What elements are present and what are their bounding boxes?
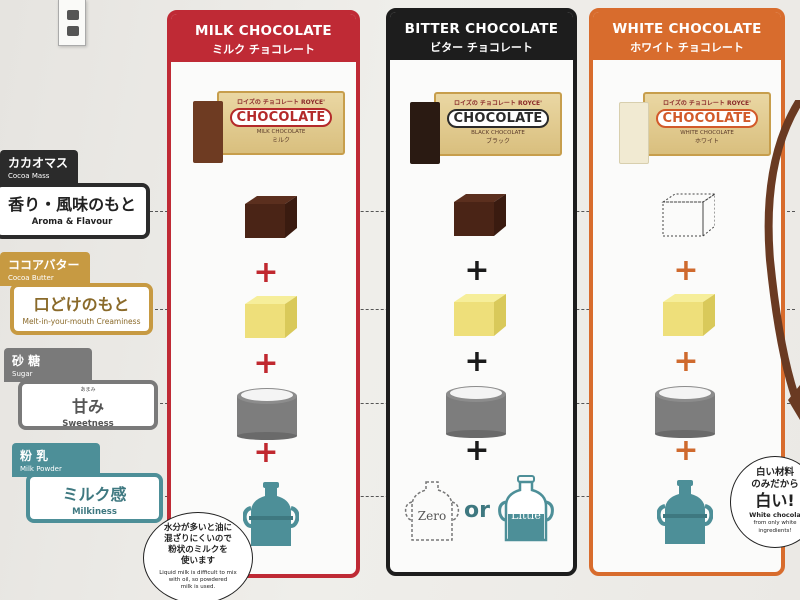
label-aroma-flavour: 香り・風味のもと Aroma & Flavour <box>0 183 150 239</box>
speech-bubble-white-note: 白い材料 のみだから 白い! White chocola from only w… <box>730 456 800 548</box>
label-sweetness-en: Sweetness <box>62 419 114 429</box>
speech-bubble-milk-note: 水分が多いと油に 混ざりにくいので 粉状のミルクを 使います Liquid mi… <box>143 512 253 600</box>
tag-cocoa-mass: カカオマス Cocoa Mass <box>0 150 78 184</box>
tag-sugar-en: Sugar <box>12 370 33 378</box>
bitter-chocolate-box: ロイズの チョコレート ROYCE' CHOCOLATE BLACK CHOCO… <box>410 92 562 164</box>
cocoa-butter-cube <box>245 296 297 338</box>
column-title-white-en: WHITE CHOCOLATE <box>612 21 762 37</box>
milk-little-label: Little <box>511 509 541 522</box>
box-jp: ホワイト <box>694 138 719 145</box>
milk-or-label: or <box>464 498 490 523</box>
column-title-white-jp: ホワイト チョコレート <box>630 41 744 54</box>
column-header-white: WHITE CHOCOLATE ホワイト チョコレート <box>593 12 781 60</box>
label-aroma-flavour-en: Aroma & Flavour <box>31 217 113 227</box>
tag-milk-powder-jp: 粉 乳 <box>20 449 49 463</box>
plus-icon: + <box>464 253 490 288</box>
bubble-milk-en: Liquid milk is difficult to mix with oil… <box>159 570 237 590</box>
label-sweetness-ruby: あまみ <box>80 387 96 393</box>
milk-zero-label: Zero <box>417 509 447 523</box>
tag-milk-powder: 粉 乳 Milk Powder <box>12 443 100 477</box>
tag-sugar-jp: 砂 糖 <box>12 354 41 368</box>
box-brand: ロイズの チョコレート ROYCE' <box>237 99 325 106</box>
box-sub: WHITE CHOCOLATE <box>680 130 734 136</box>
sugar-bowl <box>446 386 506 438</box>
tag-cocoa-butter: ココアバター Cocoa Butter <box>0 252 90 286</box>
box-name: CHOCOLATE <box>229 108 333 127</box>
label-creaminess-jp: 口どけのもと <box>33 295 130 314</box>
label-aroma-flavour-jp: 香り・風味のもと <box>8 195 136 214</box>
box-sub: BLACK CHOCOLATE <box>471 130 525 136</box>
box-name: CHOCOLATE <box>655 109 759 128</box>
label-creaminess-en: Melt-in-your-mouth Creaminess <box>22 317 141 326</box>
sugar-bowl <box>237 388 297 440</box>
label-sweetness-jp: 甘み <box>71 397 104 416</box>
tag-milk-powder-en: Milk Powder <box>20 465 62 473</box>
label-milkiness-jp: ミルク感 <box>62 485 127 504</box>
column-header-bitter: BITTER CHOCOLATE ビター チョコレート <box>390 12 573 60</box>
sugar-bowl <box>655 386 715 438</box>
bubble-white-jp: 白い材料 のみだから 白い! <box>751 467 799 510</box>
column-bitter-chocolate: BITTER CHOCOLATE ビター チョコレート ロイズの チョコレート … <box>386 8 577 576</box>
wall-outlet <box>58 0 86 46</box>
column-title-milk-en: MILK CHOCOLATE <box>195 23 332 39</box>
tag-cocoa-butter-jp: ココアバター <box>8 258 80 272</box>
cocoa-butter-cube <box>454 294 506 336</box>
milk-can-zero-icon <box>404 481 460 541</box>
plus-icon: + <box>253 255 279 290</box>
box-name: CHOCOLATE <box>446 109 550 128</box>
box-brand: ロイズの チョコレート ROYCE' <box>663 100 751 107</box>
column-header-milk: MILK CHOCOLATE ミルク チョコレート <box>171 14 356 62</box>
label-creaminess: 口どけのもと Melt-in-your-mouth Creaminess <box>10 283 153 335</box>
white-chocolate-box: ロイズの チョコレート ROYCE' CHOCOLATE WHITE CHOCO… <box>619 92 771 164</box>
plus-icon: + <box>673 433 699 468</box>
milk-chocolate-box: ロイズの チョコレート ROYCE' CHOCOLATE MILK CHOCOL… <box>193 91 345 163</box>
milk-can-icon <box>657 480 713 544</box>
milk-can-little-icon <box>498 475 554 542</box>
plus-icon: + <box>673 253 699 288</box>
column-title-milk-jp: ミルク チョコレート <box>212 43 315 56</box>
cocoa-butter-cube <box>663 294 715 336</box>
column-title-bitter-jp: ビター チョコレート <box>430 41 533 54</box>
tag-cocoa-mass-jp: カカオマス <box>8 156 69 170</box>
box-jp: ブラック <box>485 138 510 145</box>
bubble-milk-jp: 水分が多いと油に 混ざりにくいので 粉状のミルクを 使います <box>163 523 232 566</box>
bubble-white-en: White chocola from only white ingredient… <box>749 511 800 534</box>
cocoa-mass-cube <box>454 194 506 236</box>
box-brand: ロイズの チョコレート ROYCE' <box>454 100 542 107</box>
milk-can-icon <box>243 482 299 546</box>
label-milkiness: ミルク感 Milkiness <box>26 473 163 523</box>
label-sweetness: あまみ 甘み Sweetness <box>18 380 158 430</box>
plus-icon: + <box>253 346 279 381</box>
plus-icon: + <box>673 344 699 379</box>
decorative-circle <box>764 100 800 420</box>
tag-sugar: 砂 糖 Sugar <box>4 348 92 382</box>
plus-icon: + <box>253 435 279 470</box>
column-milk-chocolate: MILK CHOCOLATE ミルク チョコレート ロイズの チョコレート RO… <box>167 10 360 578</box>
tag-cocoa-butter-en: Cocoa Butter <box>8 274 54 282</box>
box-sub: MILK CHOCOLATE <box>256 129 306 135</box>
cocoa-mass-absent-cube <box>661 193 715 238</box>
tag-cocoa-mass-en: Cocoa Mass <box>8 172 50 180</box>
box-jp: ミルク <box>271 137 290 144</box>
label-milkiness-en: Milkiness <box>72 507 117 517</box>
column-title-bitter-en: BITTER CHOCOLATE <box>404 21 559 37</box>
plus-icon: + <box>464 344 490 379</box>
plus-icon: + <box>464 433 490 468</box>
cocoa-mass-cube <box>245 196 297 238</box>
